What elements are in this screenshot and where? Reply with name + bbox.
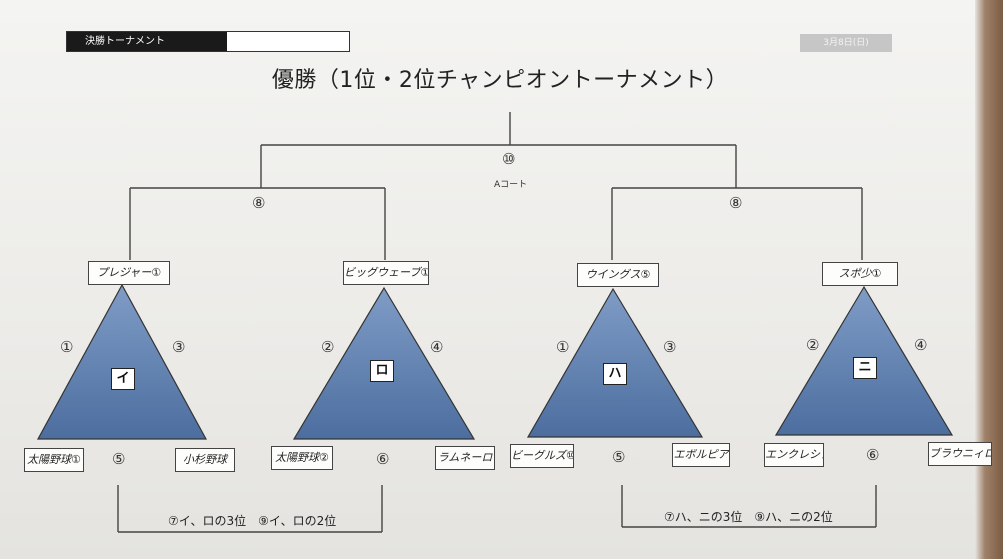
pool-winner-ha: ウイングス⑤ — [577, 263, 659, 287]
pool-ro-left-match: ② — [321, 338, 335, 356]
pool-ni-bottom-match: ⑥ — [866, 446, 880, 464]
header-tab: 決勝トーナメント — [66, 31, 350, 52]
pool-winner-ro: ビッグウェーブ① — [343, 261, 429, 285]
pool-ha-right-match: ③ — [663, 338, 677, 356]
pool-ro-bottom-match: ⑥ — [376, 450, 390, 468]
pool-ha-left-match: ① — [556, 338, 570, 356]
team-box: エボルピア — [672, 443, 730, 467]
header-tab-label: 決勝トーナメント — [67, 32, 227, 51]
consolation-note-left: ⑦イ、ロの3位 ⑨イ、ロの2位 — [168, 514, 337, 528]
pool-i-right-match: ③ — [172, 338, 186, 356]
team-box: 太陽野球① — [24, 448, 84, 472]
pool-ha-bottom-match: ⑤ — [612, 448, 626, 466]
consolation-note-right: ⑦ハ、ニの3位 ⑨ハ、ニの2位 — [664, 510, 833, 524]
date-label: 3月8日(日) — [800, 34, 892, 52]
pool-label-ha: ハ — [603, 363, 627, 385]
team-box: ラムネーロ — [435, 446, 495, 470]
pool-label-ni: ニ — [853, 357, 877, 379]
semi-left-match-number: ⑧ — [252, 194, 266, 212]
semi-right-match-number: ⑧ — [729, 194, 743, 212]
pool-i-bottom-match: ⑤ — [112, 450, 126, 468]
pool-label-ro: ロ — [370, 360, 394, 382]
team-box: 小杉野球 — [175, 448, 235, 472]
pool-ni-left-match: ② — [806, 336, 820, 354]
pool-winner-i: プレジャー① — [88, 261, 170, 285]
pool-ni-right-match: ④ — [914, 336, 928, 354]
pool-triangle-i — [36, 283, 208, 440]
pool-ro-right-match: ④ — [430, 338, 444, 356]
pool-i-left-match: ① — [60, 338, 74, 356]
team-box: エンクレシア — [764, 443, 824, 467]
team-box: 太陽野球② — [271, 446, 333, 470]
team-box: ブラウニィロール — [928, 442, 992, 466]
page-title: 優勝（1位・2位チャンピオントーナメント） — [271, 68, 729, 93]
final-match-number: ⑩ — [502, 150, 516, 168]
pool-winner-ni: スポ少① — [822, 262, 898, 286]
team-box: ビーグルズ⑩ — [510, 444, 574, 468]
court-label: Aコート — [494, 180, 528, 190]
pool-label-i: イ — [111, 368, 135, 390]
